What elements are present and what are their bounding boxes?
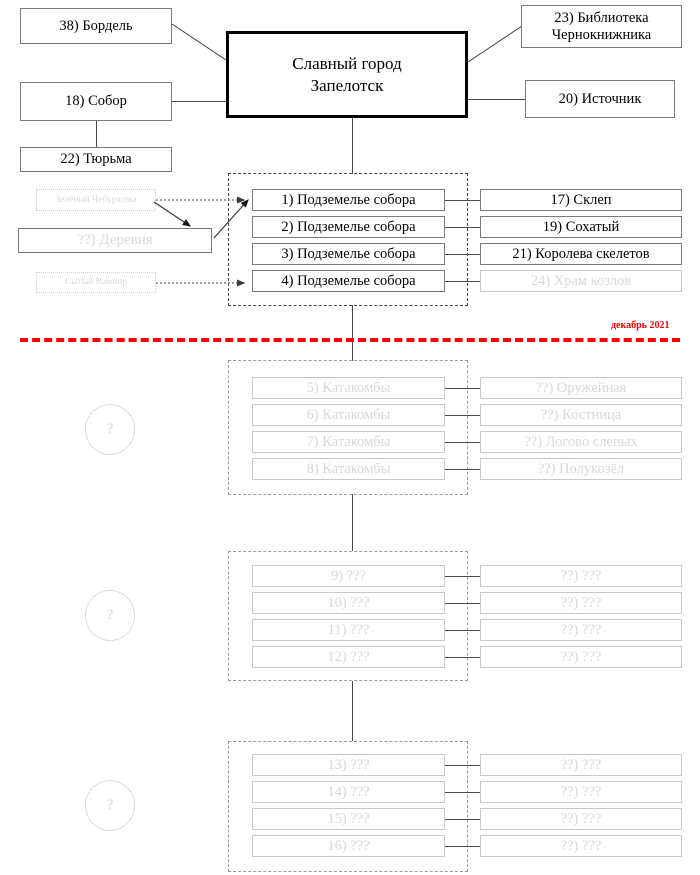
node-boss-half-goat[interactable]: ??) Полукозёл bbox=[480, 458, 682, 480]
node-boss-unknown-15[interactable]: ??) ??? bbox=[480, 808, 682, 830]
edge-cathedral-to-city bbox=[172, 101, 228, 102]
node-level-13[interactable]: 13) ??? bbox=[252, 754, 445, 776]
node-boss-21-skeleton-queen[interactable]: 21) Королева скелетов bbox=[480, 243, 682, 265]
edge-level7-to-boss7 bbox=[445, 442, 480, 443]
spine-stage1-to-stage2 bbox=[352, 305, 353, 361]
node-level-9[interactable]: 9) ??? bbox=[252, 565, 445, 587]
node-boss-24-goat-temple[interactable]: 24) Храм козлов bbox=[480, 270, 682, 292]
note-green-cheburashka[interactable]: Зелёный Чебурашка bbox=[36, 189, 156, 211]
node-level-16[interactable]: 16) ??? bbox=[252, 835, 445, 857]
arrow-cheburashka-to-village bbox=[153, 201, 191, 227]
node-cathedral[interactable]: 18) Собор bbox=[20, 82, 172, 121]
node-level-2[interactable]: 2) Подземелье собора bbox=[252, 216, 445, 238]
spine-stage2-to-stage3 bbox=[352, 494, 353, 551]
node-level-10[interactable]: 10) ??? bbox=[252, 592, 445, 614]
node-level-12[interactable]: 12) ??? bbox=[252, 646, 445, 668]
edge-level10-to-boss10 bbox=[445, 603, 480, 604]
node-level-3[interactable]: 3) Подземелье собора bbox=[252, 243, 445, 265]
node-boss-unknown-11[interactable]: ??) ??? bbox=[480, 619, 682, 641]
node-spring[interactable]: 20) Источник bbox=[525, 80, 675, 118]
arrow-vampire-to-level4 bbox=[156, 279, 246, 287]
edge-city-to-library bbox=[467, 25, 523, 63]
node-boss-unknown-16[interactable]: ??) ??? bbox=[480, 835, 682, 857]
node-level-5[interactable]: 5) Катакомбы bbox=[252, 377, 445, 399]
node-level-6[interactable]: 6) Катакомбы bbox=[252, 404, 445, 426]
edge-level1-to-boss1 bbox=[445, 200, 480, 201]
node-city-zapelotsk[interactable]: Славный город Запелотск bbox=[226, 31, 468, 118]
node-brothel[interactable]: 38) Бордель bbox=[20, 8, 172, 44]
node-prison[interactable]: 22) Тюрьма bbox=[20, 147, 172, 172]
spine-city-to-stage1 bbox=[352, 118, 353, 174]
node-library[interactable]: 23) Библиотека Чернокнижника bbox=[521, 5, 682, 48]
node-boss-armory[interactable]: ??) Оружейная bbox=[480, 377, 682, 399]
node-boss-unknown-13[interactable]: ??) ??? bbox=[480, 754, 682, 776]
node-boss-blind-lair[interactable]: ??) Логово слепых bbox=[480, 431, 682, 453]
edge-brothel-to-city bbox=[171, 23, 227, 61]
node-level-1[interactable]: 1) Подземелье собора bbox=[252, 189, 445, 211]
timeline-divider bbox=[20, 338, 680, 342]
spine-stage3-to-stage4 bbox=[352, 681, 353, 741]
edge-city-to-spring bbox=[468, 99, 525, 100]
edge-level16-to-boss16 bbox=[445, 846, 480, 847]
edge-level2-to-boss2 bbox=[445, 227, 480, 228]
node-boss-unknown-14[interactable]: ??) ??? bbox=[480, 781, 682, 803]
node-boss-unknown-10[interactable]: ??) ??? bbox=[480, 592, 682, 614]
edge-level9-to-boss9 bbox=[445, 576, 480, 577]
timeline-label: декабрь 2021 bbox=[611, 320, 670, 331]
edge-level12-to-boss12 bbox=[445, 657, 480, 658]
note-fed-vampire[interactable]: Сытый Вампир bbox=[36, 272, 156, 293]
group-unknown-stage-4 bbox=[228, 741, 468, 872]
node-boss-19-elk[interactable]: 19) Сохатый bbox=[480, 216, 682, 238]
edge-level15-to-boss15 bbox=[445, 819, 480, 820]
edge-level11-to-boss11 bbox=[445, 630, 480, 631]
group-cathedral-dungeon bbox=[228, 173, 468, 306]
stage-marker-unknown-3: ? bbox=[85, 590, 135, 641]
node-village[interactable]: ??) Деревня bbox=[18, 228, 212, 253]
edge-level5-to-boss5 bbox=[445, 388, 480, 389]
edge-level8-to-boss8 bbox=[445, 469, 480, 470]
node-level-15[interactable]: 15) ??? bbox=[252, 808, 445, 830]
node-level-7[interactable]: 7) Катакомбы bbox=[252, 431, 445, 453]
node-boss-17-crypt[interactable]: 17) Склеп bbox=[480, 189, 682, 211]
node-level-8[interactable]: 8) Катакомбы bbox=[252, 458, 445, 480]
arrow-village-to-level1 bbox=[213, 199, 249, 239]
node-level-14[interactable]: 14) ??? bbox=[252, 781, 445, 803]
edge-level4-to-boss4 bbox=[445, 281, 480, 282]
stage-marker-catacombs: ? bbox=[85, 404, 135, 455]
group-catacombs bbox=[228, 360, 468, 495]
node-boss-unknown-12[interactable]: ??) ??? bbox=[480, 646, 682, 668]
edge-cathedral-to-prison bbox=[96, 120, 97, 147]
arrow-cheburashka-to-level1 bbox=[156, 196, 246, 204]
edge-level13-to-boss13 bbox=[445, 765, 480, 766]
node-boss-unknown-9[interactable]: ??) ??? bbox=[480, 565, 682, 587]
stage-marker-unknown-4: ? bbox=[85, 780, 135, 831]
edge-level6-to-boss6 bbox=[445, 415, 480, 416]
group-unknown-stage-3 bbox=[228, 551, 468, 681]
node-level-11[interactable]: 11) ??? bbox=[252, 619, 445, 641]
edge-level3-to-boss3 bbox=[445, 254, 480, 255]
edge-level14-to-boss14 bbox=[445, 792, 480, 793]
node-level-4[interactable]: 4) Подземелье собора bbox=[252, 270, 445, 292]
node-boss-ossuary[interactable]: ??) Костница bbox=[480, 404, 682, 426]
